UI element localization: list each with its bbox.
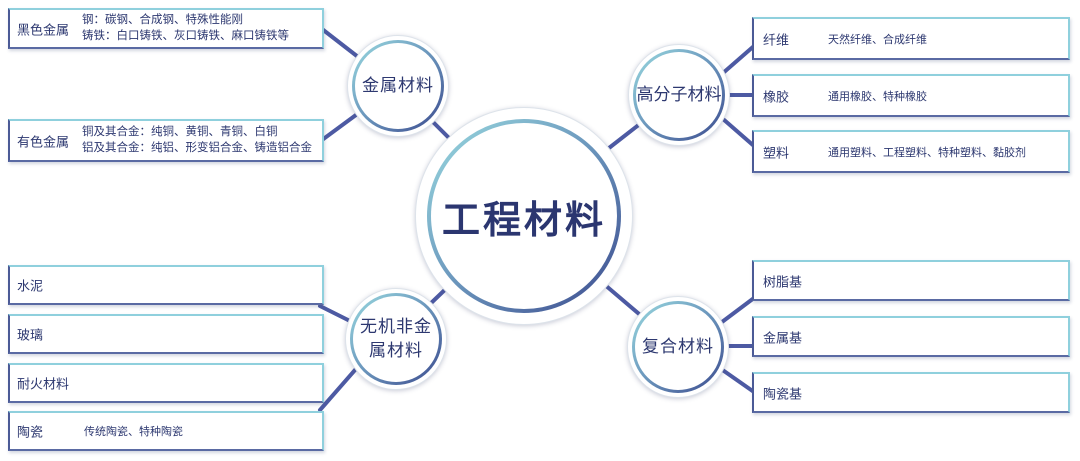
detail-line: 钢：碳钢、合成钢、特殊性能刚	[82, 14, 243, 26]
node-label: 金属材料	[362, 76, 434, 95]
box-label: 黑色金属	[17, 22, 70, 37]
connector-line	[320, 110, 362, 142]
node-ring: 高分子材料	[633, 49, 725, 141]
box-ferrous-metal: 黑色金属 钢：碳钢、合成钢、特殊性能刚 铸铁：白口铸铁、灰口铸铁、麻口铸铁等	[8, 8, 324, 49]
detail-line: 铝及其合金：纯铝、形变铝合金、铸造铝合金	[82, 142, 312, 154]
node-core: 金属材料	[355, 43, 441, 129]
center-node-ring: 工程材料	[427, 119, 621, 313]
node-label: 高分子材料	[636, 85, 722, 104]
box-detail-lines: 钢：碳钢、合成钢、特殊性能刚 铸铁：白口铸铁、灰口铸铁、麻口铸铁等	[82, 12, 289, 44]
box-detail-lines: 铜及其合金：纯铜、黄铜、青铜、白铜 铝及其合金：纯铝、形变铝合金、铸造铝合金	[82, 124, 312, 156]
node-ring: 金属材料	[352, 40, 444, 132]
box-cement: 水泥	[8, 265, 324, 305]
box-desc: 通用橡胶、特种橡胶	[828, 90, 927, 103]
box-plastic: 塑料 通用塑料、工程塑料、特种塑料、黏胶剂	[752, 130, 1070, 173]
center-label: 工程材料	[441, 199, 606, 242]
box-ceramics: 陶瓷 传统陶瓷、特种陶瓷	[8, 411, 324, 451]
box-label: 水泥	[17, 278, 44, 294]
node-polymer: 高分子材料	[628, 44, 730, 146]
node-core: 复合材料	[635, 304, 721, 390]
box-resin-matrix: 树脂基	[752, 260, 1070, 301]
center-node: 工程材料	[415, 107, 633, 325]
box-ceramic-matrix: 陶瓷基	[752, 372, 1070, 413]
box-label: 有色金属	[17, 134, 70, 149]
box-nonferrous-metal: 有色金属 铜及其合金：纯铜、黄铜、青铜、白铜 铝及其合金：纯铝、形变铝合金、铸造…	[8, 119, 324, 162]
node-label: 复合材料	[642, 337, 714, 356]
detail-line: 铜及其合金：纯铜、黄铜、青铜、白铜	[82, 126, 278, 138]
node-label-line-2: 属材料	[369, 341, 423, 360]
box-fiber: 纤维 天然纤维、合成纤维	[752, 17, 1070, 60]
node-ring: 复合材料	[632, 301, 724, 393]
node-inorganic: 无机非金 属材料	[345, 288, 447, 390]
box-label: 塑料	[763, 145, 790, 160]
box-label: 玻璃	[17, 327, 44, 343]
node-metal: 金属材料	[347, 35, 449, 137]
center-node-core: 工程材料	[431, 123, 617, 309]
node-composite: 复合材料	[627, 296, 729, 398]
box-label: 树脂基	[763, 274, 803, 289]
box-metal-matrix: 金属基	[752, 316, 1070, 357]
box-desc: 传统陶瓷、特种陶瓷	[84, 426, 183, 438]
connector-line	[320, 27, 364, 62]
box-label: 纤维	[763, 32, 790, 47]
node-core: 高分子材料	[636, 52, 722, 138]
box-label: 陶瓷	[17, 424, 44, 440]
box-desc: 天然纤维、合成纤维	[828, 33, 927, 46]
box-refractory: 耐火材料	[8, 363, 324, 403]
box-label: 陶瓷基	[763, 386, 803, 401]
box-label: 金属基	[763, 330, 803, 345]
box-glass: 玻璃	[8, 314, 324, 354]
box-label: 耐火材料	[17, 376, 70, 392]
node-label-line-1: 无机非金	[360, 317, 432, 336]
box-rubber: 橡胶 通用橡胶、特种橡胶	[752, 74, 1070, 117]
node-core: 无机非金 属材料	[353, 296, 439, 382]
box-label: 橡胶	[763, 89, 790, 104]
box-desc: 通用塑料、工程塑料、特种塑料、黏胶剂	[828, 146, 1026, 159]
detail-line: 铸铁：白口铸铁、灰口铸铁、麻口铸铁等	[82, 30, 289, 42]
node-ring: 无机非金 属材料	[350, 293, 442, 385]
